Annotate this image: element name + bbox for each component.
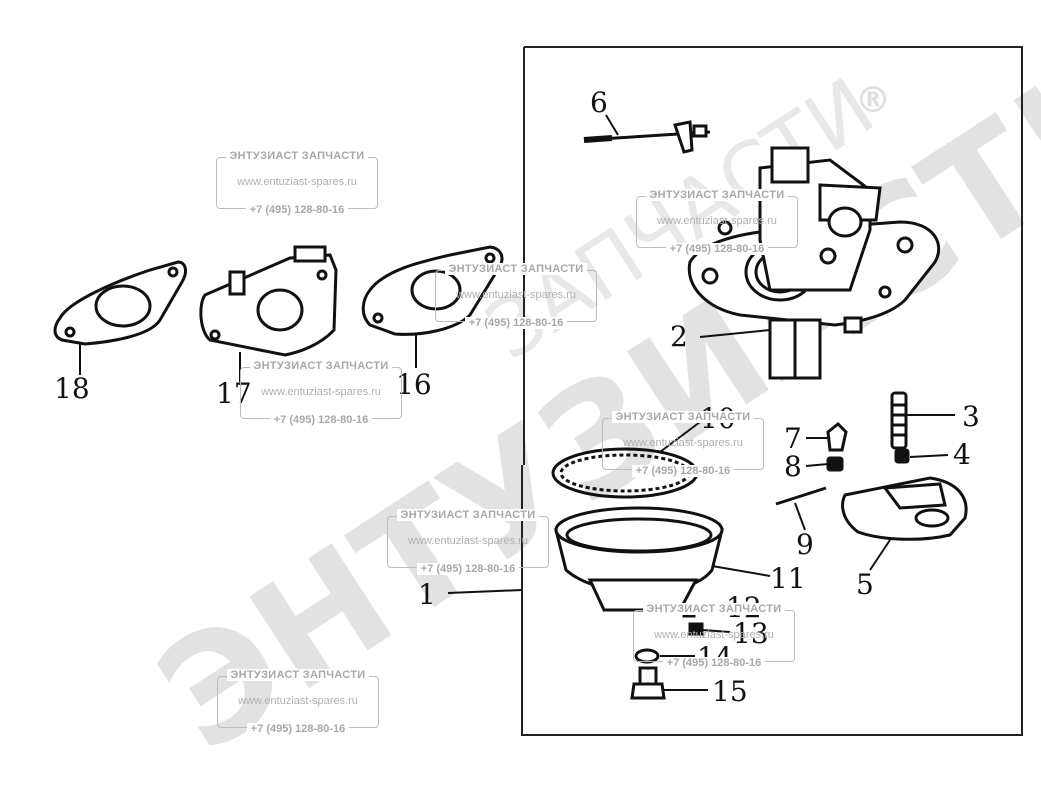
part-2-carburetor-body [687, 146, 941, 380]
leader-6 [605, 114, 619, 136]
stamp-name: ЭНТУЗИАСТ ЗАПЧАСТИ [645, 189, 789, 201]
callout-9: 9 [796, 528, 814, 561]
stamp-phone: +7 (495) 128-80-16 [416, 563, 520, 575]
stamp-url: www.entuziast-spares.ru [456, 289, 576, 301]
callout-5: 5 [856, 568, 874, 601]
stamp-phone: +7 (495) 128-80-16 [665, 243, 769, 255]
contact-stamp: ЭНТУЗИАСТ ЗАПЧАСТИ www.entuziast-spares.… [387, 509, 549, 575]
leader-2 [699, 329, 771, 338]
stamp-url: www.entuziast-spares.ru [238, 695, 358, 707]
callout-2: 2 [670, 320, 688, 353]
part-9-float-pin [775, 486, 827, 506]
stamp-url: www.entuziast-spares.ru [657, 215, 777, 227]
part-7-jet [826, 421, 848, 452]
part-11-float-bowl [554, 506, 724, 612]
stamp-phone: +7 (495) 128-80-16 [464, 317, 568, 329]
callout-17: 17 [216, 377, 252, 410]
part-3-screw [890, 391, 908, 450]
callout-6: 6 [590, 86, 608, 119]
part-13-screw [688, 622, 704, 636]
contact-stamp: ЭНТУЗИАСТ ЗАПЧАСТИ www.entuziast-spares.… [216, 150, 378, 216]
contact-stamp: ЭНТУЗИАСТ ЗАПЧАСТИ www.entuziast-spares.… [602, 411, 764, 477]
stamp-name: ЭНТУЗИАСТ ЗАПЧАСТИ [444, 263, 588, 275]
leader-9 [794, 502, 806, 531]
stamp-url: www.entuziast-spares.ru [237, 176, 357, 188]
leader-11 [711, 565, 771, 577]
stamp-phone: +7 (495) 128-80-16 [662, 657, 766, 669]
part-14-washer [634, 648, 660, 664]
callout-15: 15 [712, 675, 748, 708]
assembly-frame [521, 46, 1023, 736]
callout-4: 4 [953, 438, 971, 471]
stamp-name: ЭНТУЗИАСТ ЗАПЧАСТИ [396, 509, 540, 521]
stamp-phone: +7 (495) 128-80-16 [246, 723, 350, 735]
leader-5 [869, 539, 891, 571]
watermark-registered-mark: ® [855, 80, 891, 121]
stamp-url: www.entuziast-spares.ru [654, 629, 774, 641]
part-17-insulator [199, 245, 338, 357]
contact-stamp: ЭНТУЗИАСТ ЗАПЧАСТИ www.entuziast-spares.… [217, 669, 379, 735]
part-18-gasket [53, 260, 187, 346]
callout-7: 7 [784, 422, 802, 455]
stamp-url: www.entuziast-spares.ru [408, 535, 528, 547]
contact-stamp: ЭНТУЗИАСТ ЗАПЧАСТИ www.entuziast-spares.… [633, 603, 795, 669]
leader-4 [909, 454, 949, 458]
callout-8: 8 [784, 450, 802, 483]
callout-13: 13 [733, 617, 769, 650]
stamp-url: www.entuziast-spares.ru [623, 437, 743, 449]
contact-stamp: ЭНТУЗИАСТ ЗАПЧАСТИ www.entuziast-spares.… [636, 189, 798, 255]
stamp-url: www.entuziast-spares.ru [261, 386, 381, 398]
part-6-choke-lever [583, 120, 711, 154]
stamp-name: ЭНТУЗИАСТ ЗАПЧАСТИ [642, 603, 786, 615]
leader-8 [805, 463, 829, 467]
callout-11: 11 [770, 562, 806, 595]
contact-stamp: ЭНТУЗИАСТ ЗАПЧАСТИ www.entuziast-spares.… [435, 263, 597, 329]
stamp-phone: +7 (495) 128-80-16 [269, 414, 373, 426]
stamp-name: ЭНТУЗИАСТ ЗАПЧАСТИ [226, 669, 370, 681]
stamp-phone: +7 (495) 128-80-16 [245, 204, 349, 216]
leader-10 [659, 421, 701, 453]
stamp-name: ЭНТУЗИАСТ ЗАПЧАСТИ [611, 411, 755, 423]
stamp-phone: +7 (495) 128-80-16 [631, 465, 735, 477]
part-8-jet [826, 456, 844, 472]
leader-1 [447, 589, 523, 594]
stamp-name: ЭНТУЗИАСТ ЗАПЧАСТИ [249, 360, 393, 372]
contact-stamp: ЭНТУЗИАСТ ЗАПЧАСТИ www.entuziast-spares.… [240, 360, 402, 426]
leader-13 [701, 629, 731, 633]
callout-1: 1 [418, 578, 436, 611]
part-5-float [841, 476, 968, 541]
callout-18: 18 [54, 372, 90, 405]
callout-3: 3 [962, 400, 980, 433]
stamp-name: ЭНТУЗИАСТ ЗАПЧАСТИ [225, 150, 369, 162]
part-15-drain-bolt [630, 666, 666, 700]
part-4-spring [894, 448, 910, 464]
